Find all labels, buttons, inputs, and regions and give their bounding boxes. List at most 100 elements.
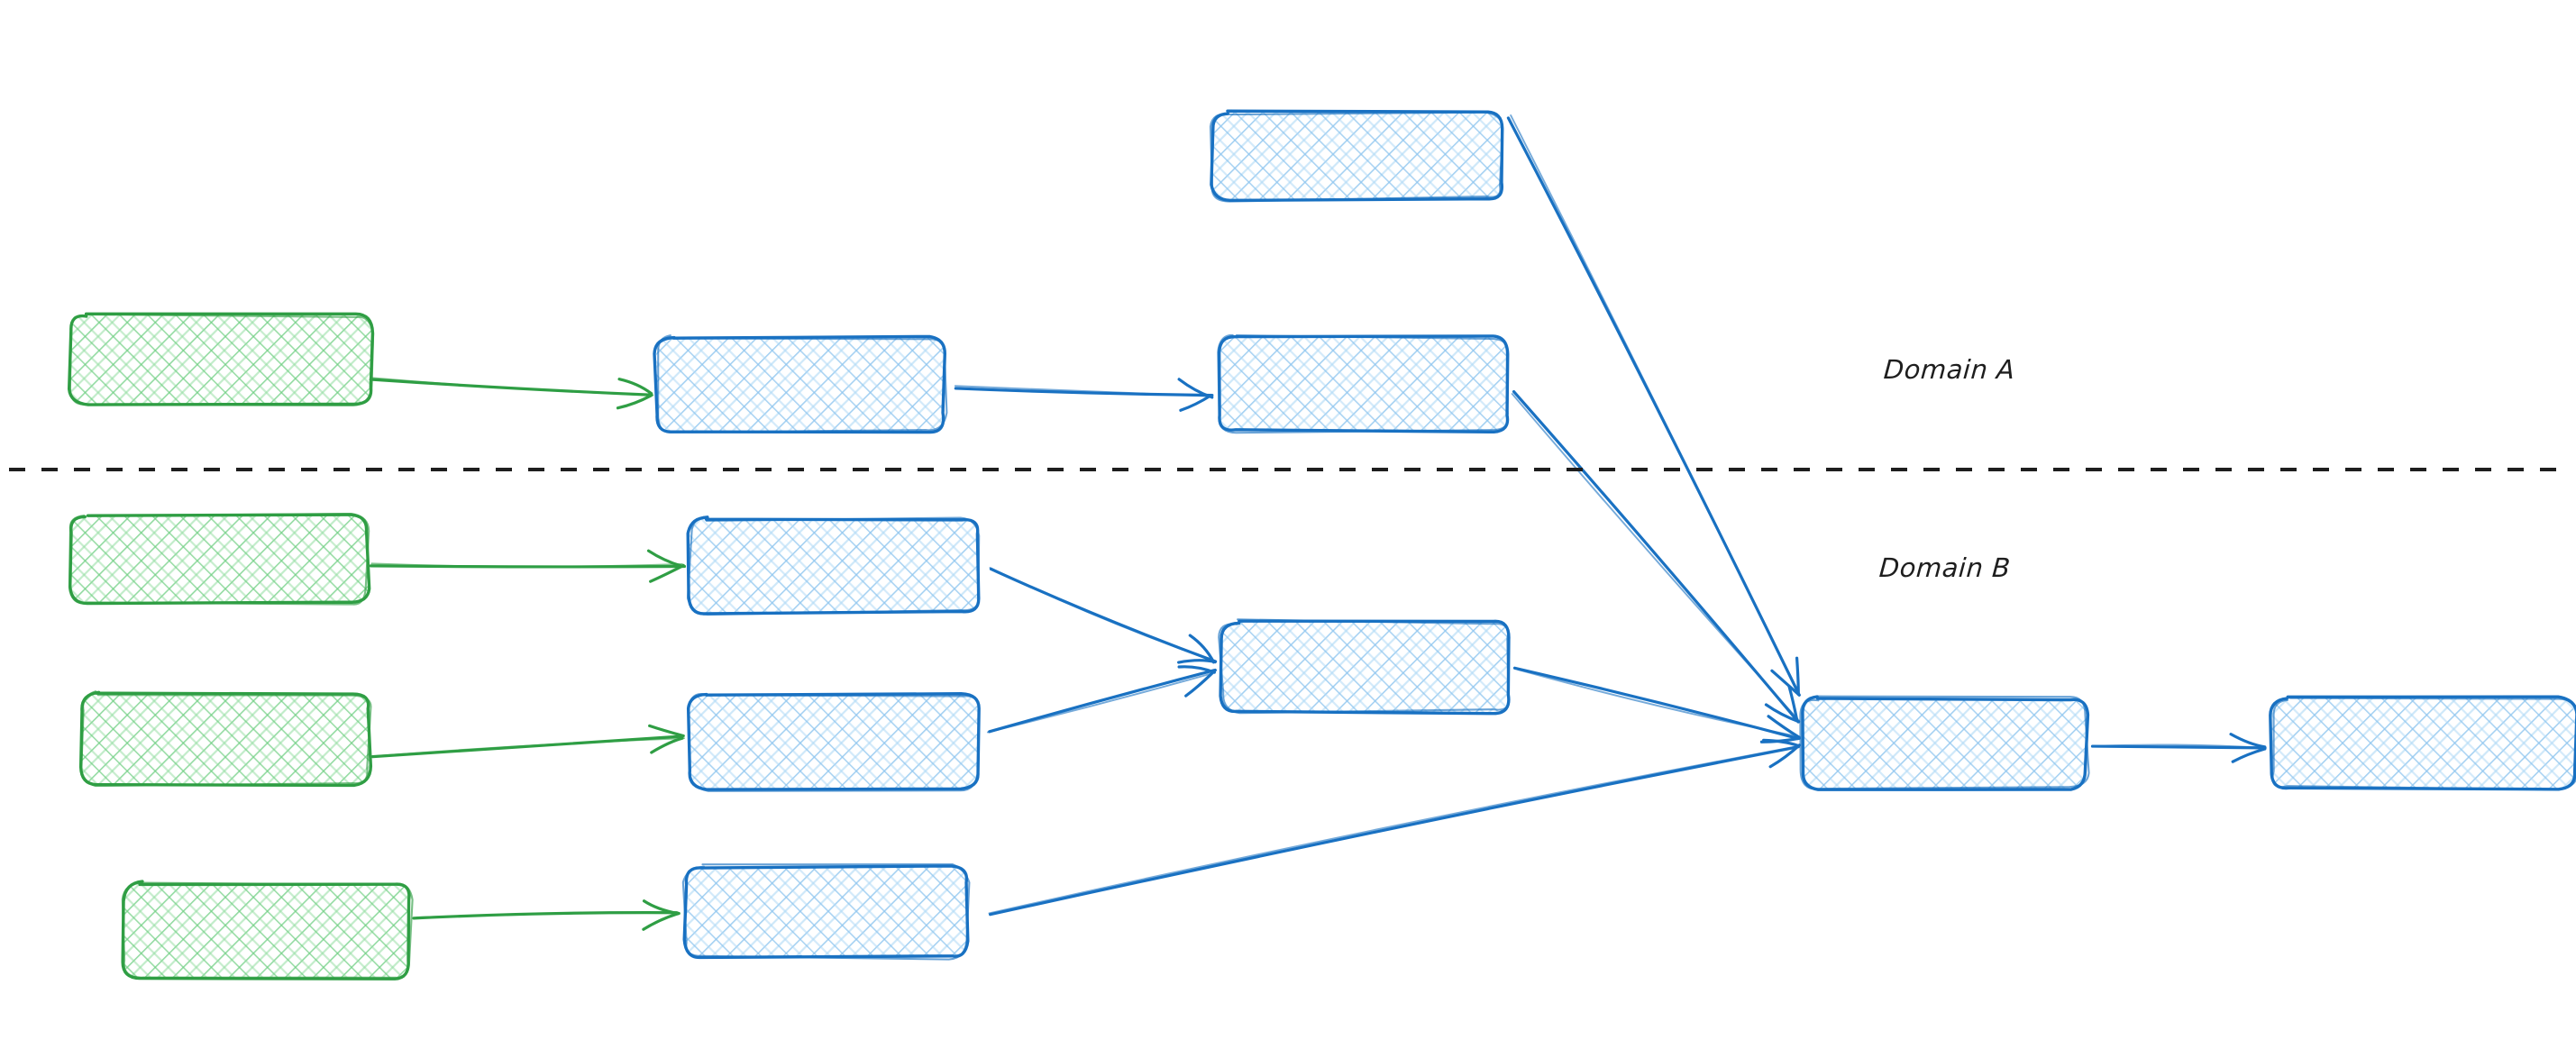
edge-line (988, 744, 1800, 915)
node-fill (81, 694, 370, 784)
edge-e2[interactable] (954, 378, 1214, 412)
node-hit-a-source[interactable] (70, 315, 371, 404)
node-outline (686, 515, 981, 616)
node-hit-b-source-2[interactable] (81, 694, 370, 784)
edge-e6[interactable] (370, 724, 685, 759)
node-fill (1803, 698, 2087, 789)
node-fill (690, 694, 978, 789)
arrowhead (1762, 738, 1801, 748)
arrowhead (650, 736, 684, 754)
node-hit-b-merge[interactable] (1221, 622, 1510, 712)
node-hit-b-process-3[interactable] (685, 867, 967, 957)
edge-line (989, 567, 1218, 663)
node-b-process-1[interactable] (686, 515, 981, 616)
node-fill (685, 867, 967, 957)
arrowhead (617, 378, 653, 396)
edge-e10[interactable] (1512, 666, 1801, 743)
node-fill (1212, 113, 1503, 199)
edge-e9[interactable] (986, 665, 1217, 734)
node-outline (686, 515, 981, 616)
node-hit-b-output[interactable] (2271, 698, 2576, 789)
edge-line (416, 911, 680, 918)
node-fill (690, 518, 978, 613)
node-outline (69, 313, 375, 407)
edge-line (986, 671, 1216, 734)
edge-e11[interactable] (988, 738, 1801, 917)
node-fill (1219, 336, 1509, 431)
arrowhead (1177, 659, 1217, 664)
node-a-process-2[interactable] (1217, 333, 1510, 434)
edge-e7[interactable] (412, 899, 681, 931)
arrowhead (1188, 634, 1216, 664)
arrowhead (1767, 715, 1801, 739)
edge-e3[interactable] (1506, 114, 1801, 697)
edge-line (1510, 114, 1800, 694)
node-fill (70, 515, 368, 604)
node-outline (1801, 695, 2090, 791)
edge-line (1517, 669, 1800, 738)
node-layer (67, 109, 2576, 981)
edge-line (2090, 743, 2268, 749)
edge-e12[interactable] (2090, 733, 2268, 763)
node-b-merge[interactable] (1218, 618, 1511, 716)
node-a-top-process[interactable] (1209, 109, 1504, 203)
node-hit-b-sink[interactable] (1803, 698, 2087, 789)
node-hit-b-source-3[interactable] (124, 883, 410, 978)
arrowhead (1177, 378, 1214, 399)
node-b-process-3[interactable] (681, 862, 971, 961)
edge-line (2090, 744, 2267, 750)
arrowhead (1768, 743, 1801, 769)
node-outline (121, 881, 414, 979)
node-hit-b-process-2[interactable] (690, 694, 978, 789)
node-fill (70, 315, 371, 404)
arrowhead (1795, 656, 1800, 696)
domain-b-label: Domain B (1877, 552, 2012, 583)
node-fill (656, 338, 945, 431)
node-a-process-1[interactable] (653, 334, 948, 434)
edge-line (989, 745, 1800, 917)
node-outline (68, 512, 370, 606)
node-hit-b-source-1[interactable] (70, 515, 368, 604)
edge-e8[interactable] (989, 567, 1218, 664)
node-hit-a-process-2[interactable] (1219, 336, 1509, 431)
node-b-source-1[interactable] (68, 512, 371, 606)
edge-line (370, 562, 683, 568)
node-b-output[interactable] (2269, 695, 2576, 791)
node-fill (124, 883, 410, 978)
edge-e4[interactable] (1511, 389, 1801, 724)
node-outline (80, 690, 372, 788)
node-outline (1799, 695, 2090, 790)
node-b-sink[interactable] (1799, 695, 2090, 791)
node-outline (657, 334, 948, 434)
edge-e5[interactable] (369, 549, 687, 583)
edge-line (370, 377, 654, 397)
node-outline (1209, 111, 1504, 203)
arrowhead (1177, 665, 1216, 674)
node-outline (121, 880, 411, 981)
arrowhead (2229, 733, 2267, 749)
edge-line (1506, 116, 1801, 697)
arrowhead (616, 394, 653, 410)
arrowhead (642, 911, 681, 931)
node-a-source[interactable] (67, 312, 375, 407)
node-hit-a-process-1[interactable] (656, 338, 945, 431)
edge-line (988, 669, 1216, 734)
node-b-source-3[interactable] (121, 880, 414, 981)
node-fill (1221, 622, 1510, 712)
arrowhead (1787, 684, 1799, 723)
node-b-process-2[interactable] (686, 692, 981, 792)
node-outline (2271, 697, 2576, 791)
node-b-source-2[interactable] (78, 690, 373, 788)
arrowhead (1770, 669, 1801, 697)
edge-line (954, 385, 1212, 397)
node-hit-b-process-1[interactable] (690, 518, 978, 613)
node-hit-a-top-process[interactable] (1212, 113, 1503, 199)
node-outline (688, 693, 981, 792)
edge-line (1511, 393, 1801, 722)
edge-line (375, 737, 685, 757)
node-outline (1217, 333, 1509, 434)
edge-e1[interactable] (369, 377, 654, 410)
arrowhead (2231, 747, 2267, 763)
arrowhead (642, 899, 680, 916)
